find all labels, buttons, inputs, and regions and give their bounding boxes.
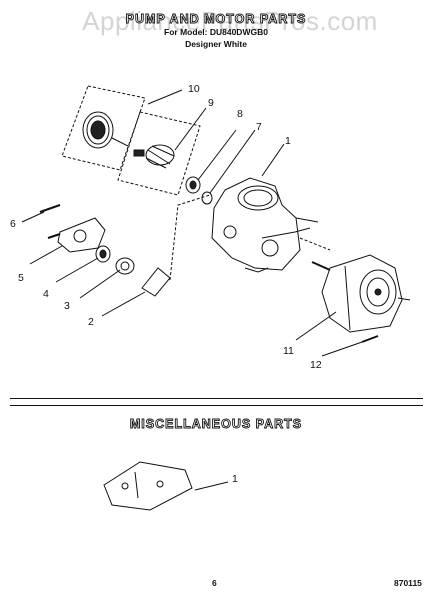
part-3-seal-ring xyxy=(115,257,135,275)
callout-7: 7 xyxy=(256,121,262,133)
divider-bottom xyxy=(10,405,423,406)
part-10-seal xyxy=(82,111,129,149)
callout-12: 12 xyxy=(310,359,322,371)
page-title: PUMP AND MOTOR PARTS xyxy=(125,12,307,27)
part-5-bracket xyxy=(47,217,106,253)
part-11-motor xyxy=(311,254,411,333)
part-4-grommet xyxy=(95,245,111,263)
callout-11: 11 xyxy=(283,345,294,357)
part-9-impeller xyxy=(133,144,175,169)
callout-5: 5 xyxy=(18,272,24,284)
part-8-washer xyxy=(185,176,201,194)
part-12-bolt xyxy=(361,335,379,343)
callout-8: 8 xyxy=(237,108,243,120)
part-1-pump-housing xyxy=(211,177,319,273)
part-7-ring xyxy=(201,191,213,205)
callout-3: 3 xyxy=(64,300,70,312)
color-label: Designer White xyxy=(185,39,247,49)
watermark: AppliancePartsPros.com xyxy=(82,6,378,36)
page-number: 6 xyxy=(212,578,217,588)
callout-10: 10 xyxy=(188,83,200,95)
misc-section-title: MISCELLANEOUS PARTS xyxy=(129,417,303,432)
model-label: For Model: DU840DWGB0 xyxy=(164,27,268,37)
part-6-screw xyxy=(39,204,61,213)
callout-1: 1 xyxy=(285,135,291,147)
part-2-gasket xyxy=(141,267,171,297)
part-9-group-box xyxy=(117,111,201,196)
divider-top xyxy=(10,398,423,399)
document-code: 870115 xyxy=(394,578,422,588)
callout-6: 6 xyxy=(10,218,16,230)
callout-2: 2 xyxy=(88,316,94,328)
callout-4: 4 xyxy=(43,288,49,300)
callout-9: 9 xyxy=(208,97,214,109)
misc-parts-bag xyxy=(103,461,229,511)
misc-callout-1: 1 xyxy=(232,473,238,485)
